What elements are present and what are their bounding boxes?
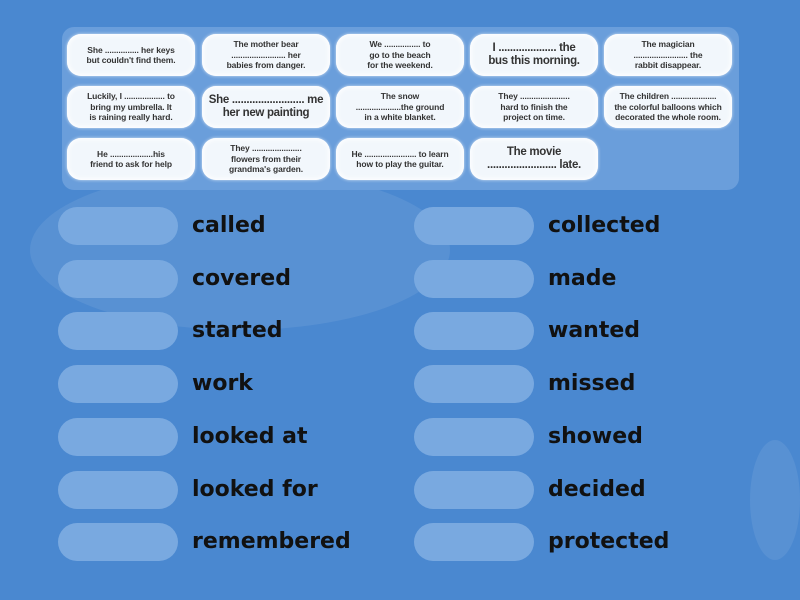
- sentence-card[interactable]: The snow ....................the ground …: [336, 86, 464, 128]
- sentence-card[interactable]: She ............... her keys but couldn'…: [67, 34, 195, 76]
- sentence-card[interactable]: They ...................... flowers from…: [202, 138, 330, 180]
- drop-slot[interactable]: [414, 312, 534, 351]
- drop-slot[interactable]: [58, 470, 178, 509]
- drop-slot[interactable]: [58, 365, 178, 404]
- drop-slot[interactable]: [414, 207, 534, 245]
- sentence-card[interactable]: I .................... the bus this morn…: [470, 34, 598, 76]
- sentence-card[interactable]: We ................ to go to the beach f…: [336, 34, 464, 76]
- answer-label: protected: [548, 529, 670, 555]
- background-cloud: [30, 170, 450, 330]
- sentence-card[interactable]: The magician ........................ th…: [604, 34, 732, 76]
- sentence-card[interactable]: They ...................... hard to fini…: [470, 86, 598, 128]
- sentence-card[interactable]: He ....................... to learn how …: [336, 138, 464, 180]
- sentence-card[interactable]: The children .................... the co…: [604, 86, 732, 128]
- answer-label: missed: [548, 371, 636, 397]
- answer-label: decided: [548, 476, 646, 502]
- sentence-card[interactable]: The movie ........................ late.: [470, 138, 598, 180]
- sentence-card[interactable]: She ......................... me her new…: [202, 86, 330, 128]
- answer-label: covered: [192, 265, 291, 291]
- drop-slot[interactable]: [414, 470, 534, 509]
- drop-slot[interactable]: [58, 312, 178, 351]
- drop-slot[interactable]: [58, 417, 178, 456]
- answer-label: started: [192, 318, 283, 344]
- sentence-card[interactable]: The mother bear ........................…: [202, 34, 330, 76]
- answer-label: showed: [548, 423, 643, 449]
- answer-label: called: [192, 213, 266, 238]
- answer-label: looked for: [192, 476, 318, 502]
- answer-label: collected: [548, 213, 661, 238]
- drop-slot[interactable]: [58, 523, 178, 562]
- answer-label: work: [192, 371, 253, 397]
- answer-label: remembered: [192, 529, 351, 555]
- answer-label: made: [548, 265, 617, 291]
- drop-slot[interactable]: [58, 259, 178, 298]
- sentence-card[interactable]: Luckily, I .................. to bring m…: [67, 86, 195, 128]
- answer-label: wanted: [548, 318, 641, 344]
- background-cloud: [750, 440, 800, 560]
- answer-label: looked at: [192, 423, 308, 449]
- sentence-card[interactable]: He ...................his friend to ask …: [67, 138, 195, 180]
- drop-slot[interactable]: [414, 365, 534, 404]
- drop-slot[interactable]: [414, 523, 534, 562]
- drop-slot[interactable]: [414, 417, 534, 456]
- drop-slot[interactable]: [58, 207, 178, 245]
- drop-slot[interactable]: [414, 259, 534, 298]
